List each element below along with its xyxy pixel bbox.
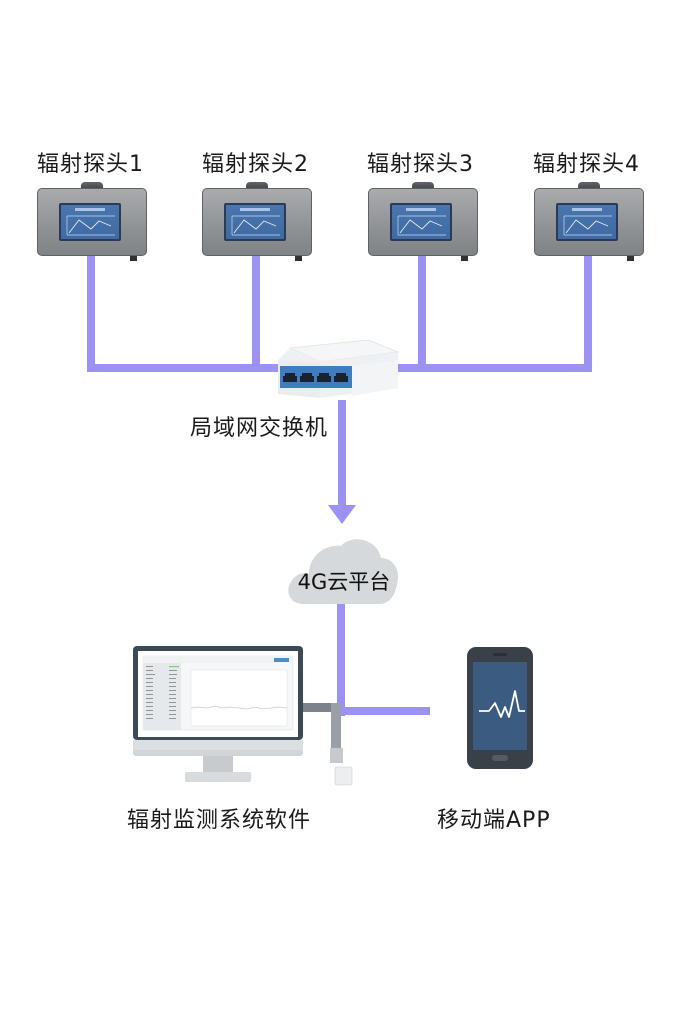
switch-label: 局域网交换机	[190, 416, 329, 441]
connector-probe3	[418, 256, 426, 368]
probe-screen	[59, 203, 121, 241]
probe-label-4: 辐射探头4	[533, 152, 640, 177]
software-label: 辐射监测系统软件	[127, 808, 312, 833]
probe-screen	[556, 203, 618, 241]
radiation-probe-2[interactable]	[202, 182, 312, 261]
waveform-chart-icon	[563, 208, 612, 236]
connector-probe2	[252, 256, 260, 368]
probe-knob	[412, 182, 434, 191]
radiation-probe-1[interactable]	[37, 182, 147, 261]
probe-port	[627, 256, 634, 261]
waveform-chart-icon	[231, 208, 280, 236]
connector-left-bus	[87, 364, 287, 372]
pulse-waveform-icon	[479, 690, 525, 718]
probe-screen	[390, 203, 452, 241]
radiation-probe-3[interactable]	[368, 182, 478, 261]
connector-probe1	[87, 256, 95, 372]
cloud-icon[interactable]	[285, 530, 400, 608]
lan-switch[interactable]	[276, 338, 400, 406]
connector-switch-to-cloud	[338, 400, 346, 508]
probe-port	[461, 256, 468, 261]
probe-port	[295, 256, 302, 261]
waveform-chart-icon	[397, 208, 446, 236]
probe-port	[130, 256, 137, 261]
radiation-probe-4[interactable]	[534, 182, 644, 261]
cloud-label: 4G云平台	[297, 570, 391, 594]
monitor-software[interactable]	[133, 646, 303, 786]
probe-knob	[81, 182, 103, 191]
waveform-chart-icon	[66, 208, 115, 236]
probe-knob	[578, 182, 600, 191]
probe-label-3: 辐射探头3	[367, 152, 474, 177]
connector-to-mobile	[337, 707, 430, 715]
probe-knob	[246, 182, 268, 191]
connector-probe4	[584, 256, 592, 372]
network-cable	[303, 703, 353, 786]
arrow-down-icon	[328, 505, 356, 524]
mobile-phone[interactable]	[467, 647, 533, 769]
probe-screen	[224, 203, 286, 241]
connector-right-bus	[395, 364, 592, 372]
software-screen	[142, 655, 294, 731]
mobile-app-label: 移动端APP	[437, 808, 551, 833]
probe-label-1: 辐射探头1	[37, 152, 144, 177]
switch-ports	[280, 366, 352, 388]
connector-cloud-down	[337, 604, 345, 716]
probe-label-2: 辐射探头2	[202, 152, 309, 177]
